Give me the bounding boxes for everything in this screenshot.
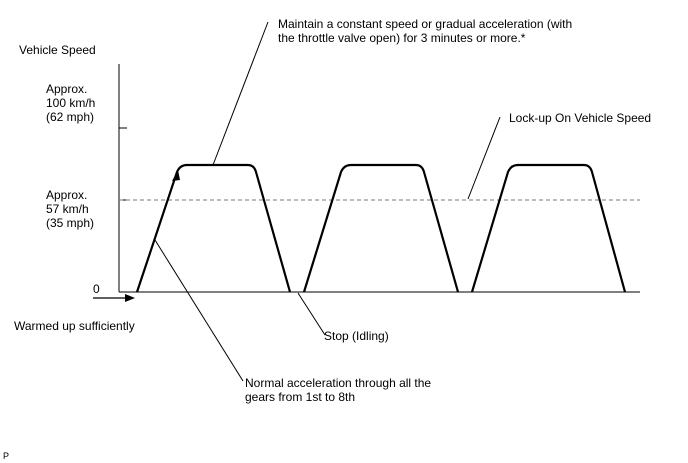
annotation-line: gears from 1st to 8th (245, 390, 356, 404)
y-axis-title: Vehicle Speed (19, 43, 96, 57)
y-tick-label-100: Approx. 100 km/h (62 mph) (46, 82, 95, 124)
y-tick-label-line: 100 km/h (46, 96, 96, 110)
y-tick-label-line: Approx. (46, 188, 88, 202)
y-tick-label-zero: 0 (93, 282, 100, 296)
y-tick-label-line: 57 km/h (46, 202, 89, 216)
annotation-line: Normal acceleration through all the (245, 376, 432, 390)
leader-maintain (212, 21, 269, 166)
annotation-warmed-up: Warmed up sufficiently (14, 319, 135, 333)
leader-stop (297, 292, 326, 336)
y-tick-label-57: Approx. 57 km/h (35 mph) (46, 188, 94, 230)
corner-mark: P (3, 451, 10, 461)
annotation-line: Maintain a constant speed or gradual acc… (278, 17, 573, 31)
speed-cycle-3 (470, 163, 627, 293)
y-tick-label-line: (62 mph) (46, 110, 95, 124)
annotation-stop: Stop (Idling) (324, 329, 389, 343)
y-tick-label-line: Approx. (46, 82, 88, 96)
y-tick-label-line: (35 mph) (46, 216, 95, 230)
acceleration-arrowhead (172, 170, 180, 181)
annotation-normal-acceleration: Normal acceleration through all the gear… (245, 376, 431, 404)
annotation-lockup: Lock-up On Vehicle Speed (509, 111, 652, 125)
leader-normal (154, 239, 244, 382)
annotation-maintain: Maintain a constant speed or gradual acc… (278, 17, 572, 45)
speed-cycle-2 (302, 163, 460, 293)
annotation-line: the throttle valve open) for 3 minutes o… (278, 31, 526, 45)
leader-lockup (467, 116, 501, 200)
speed-cycle-1 (135, 163, 292, 293)
warmed-up-arrowhead (125, 294, 135, 302)
